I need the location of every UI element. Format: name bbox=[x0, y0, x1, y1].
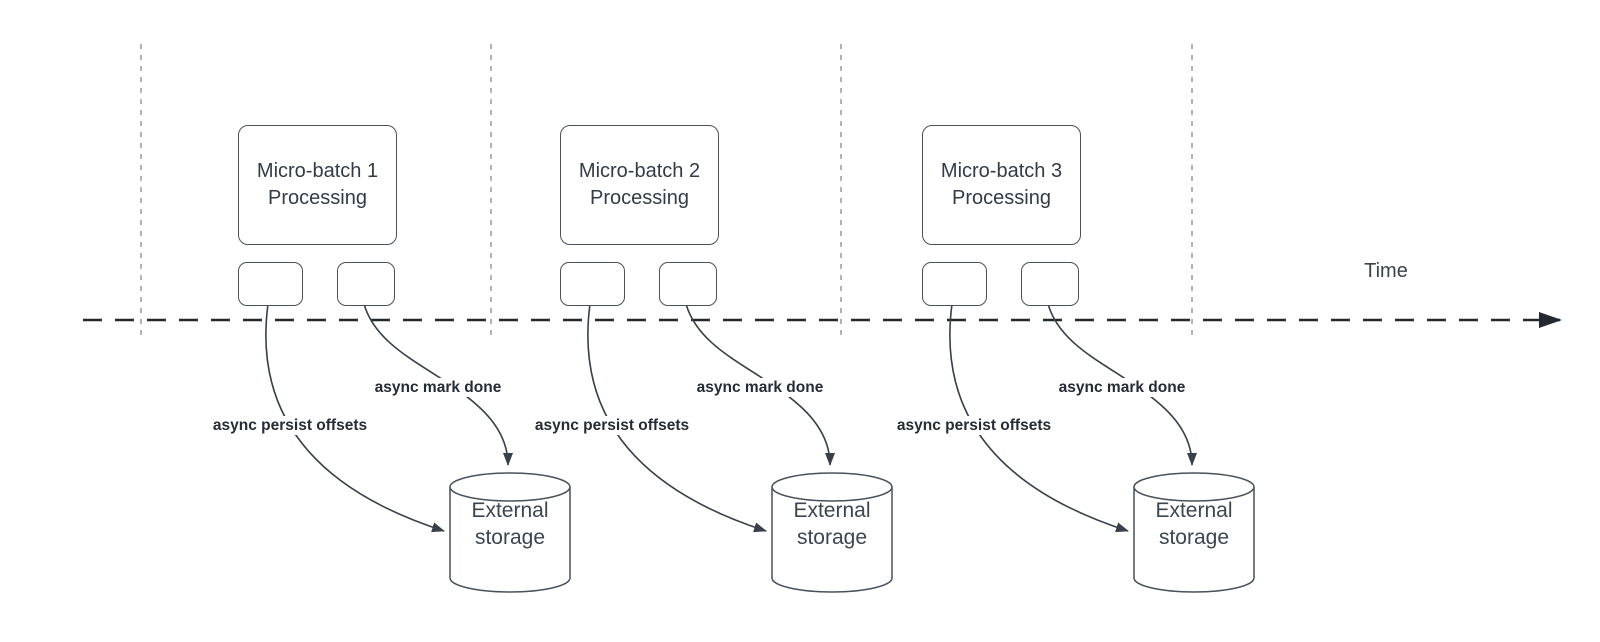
async-mark-done-label: async mark done bbox=[365, 378, 511, 397]
storage-cylinder-top bbox=[449, 472, 571, 502]
offset-task-box bbox=[922, 262, 987, 306]
micro-batch-2-processing-box: Micro-batch 2 Processing bbox=[560, 125, 719, 245]
micro-batch-box-label-line1: Micro-batch 1 bbox=[256, 160, 379, 182]
async-persist-offsets-label: async persist offsets bbox=[202, 416, 378, 435]
mark-done-arrow bbox=[685, 303, 835, 466]
external-storage-line1: External bbox=[471, 499, 549, 522]
external-storage-line1: External bbox=[1155, 499, 1233, 522]
async-persist-offsets-label: async persist offsets bbox=[886, 416, 1062, 435]
micro-batch-box-label-line2: Processing bbox=[952, 187, 1051, 209]
external-storage-label: External storage bbox=[450, 497, 570, 551]
storage-cylinder-top bbox=[771, 472, 893, 502]
storage-cylinder-body bbox=[771, 487, 893, 593]
time-axis-label: Time bbox=[1364, 260, 1408, 282]
micro-batch-1-processing-box: Micro-batch 1 Processing bbox=[238, 125, 397, 245]
external-storage-line1: External bbox=[793, 499, 871, 522]
async-mark-done-label: async mark done bbox=[687, 378, 833, 397]
async-mark-done-label: async mark done bbox=[1049, 378, 1195, 397]
batch-group-3: Micro-batch 3 Processing async persist o… bbox=[684, 0, 1600, 642]
external-storage-line2: storage bbox=[1158, 526, 1230, 549]
storage-cylinder-body bbox=[1133, 487, 1255, 593]
mark-done-arrow bbox=[1047, 303, 1197, 466]
micro-batch-box-label-line2: Processing bbox=[268, 187, 367, 209]
offset-task-box bbox=[560, 262, 625, 306]
external-storage-label: External storage bbox=[1134, 497, 1254, 551]
batch-group-2: Micro-batch 2 Processing async persist o… bbox=[322, 0, 1600, 642]
mark-done-arrow bbox=[363, 303, 513, 466]
offset-task-box bbox=[238, 262, 303, 306]
async-persist-offsets-label: async persist offsets bbox=[524, 416, 700, 435]
external-storage-line2: storage bbox=[474, 526, 546, 549]
micro-batch-box-label-line1: Micro-batch 3 bbox=[940, 160, 1063, 182]
batch-group-2-lines bbox=[587, 303, 893, 593]
commit-task-box bbox=[1021, 262, 1079, 306]
micro-batch-box-label-line1: Micro-batch 2 bbox=[578, 160, 701, 182]
storage-cylinder-top bbox=[1133, 472, 1255, 502]
storage-cylinder-body bbox=[449, 487, 571, 593]
batch-group-1-lines bbox=[265, 303, 571, 593]
micro-batch-3-processing-box: Micro-batch 3 Processing bbox=[922, 125, 1081, 245]
external-storage-label: External storage bbox=[772, 497, 892, 551]
batch-group-3-lines bbox=[949, 303, 1255, 593]
external-storage-line2: storage bbox=[796, 526, 868, 549]
commit-task-box bbox=[337, 262, 395, 306]
commit-task-box bbox=[659, 262, 717, 306]
micro-batch-box-label-line2: Processing bbox=[590, 187, 689, 209]
